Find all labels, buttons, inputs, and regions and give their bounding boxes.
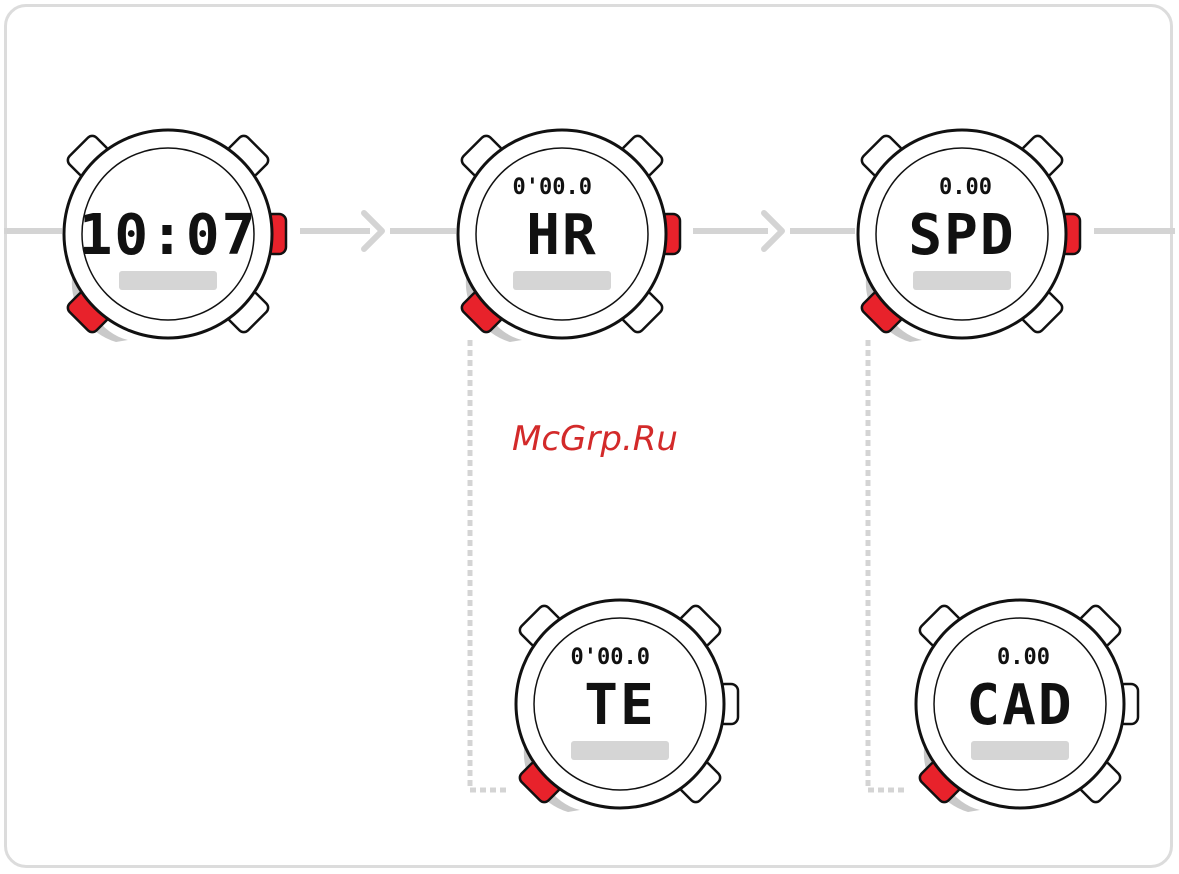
watch-sub-readout: 0'00.0 [571,645,650,670]
watermark-text: McGrp.Ru [512,419,678,459]
status-bar [913,271,1011,290]
watch-hr: 0'00.0HR [458,130,680,342]
status-bar [513,271,611,290]
watch-main-readout: SPD [908,203,1015,268]
watch-main-readout: 10:07 [79,203,258,268]
watch-main-readout: TE [584,673,655,738]
status-bar [119,271,217,290]
watch-main-readout: CAD [966,673,1073,738]
status-bar [571,741,669,760]
watch-sub-readout: 0'00.0 [513,175,592,200]
watch-sub-readout: 0.00 [939,175,992,200]
status-bar [971,741,1069,760]
watch-sub-readout: 0.00 [997,645,1050,670]
watch-time: 10:07 [64,130,286,342]
watch-main-readout: HR [526,203,597,268]
watch-te: 0'00.0TE [516,600,738,812]
branch-line-hr-te [470,340,510,790]
branch-line-spd-cad [868,340,908,790]
